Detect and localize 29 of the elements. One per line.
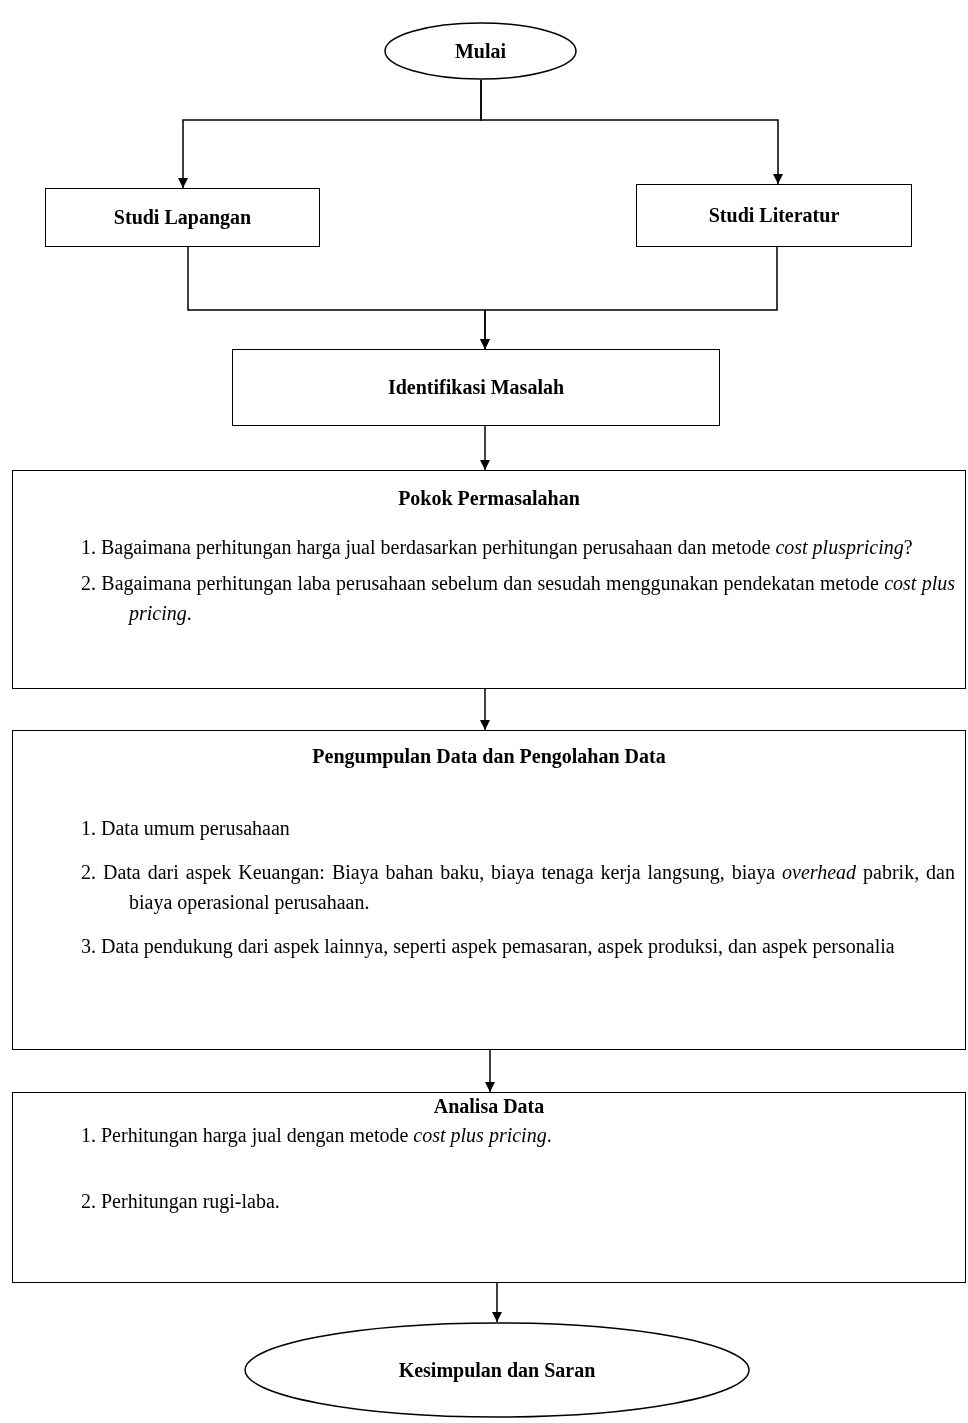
arrow bbox=[480, 688, 490, 731]
arrow bbox=[480, 79, 783, 185]
step-title: Studi Literatur bbox=[708, 204, 840, 227]
step-title: Kesimpulan dan Saran bbox=[398, 1358, 596, 1382]
list-item: 2. Data dari aspek Keuangan: Biaya bahan baku, biaya tenaga kerja langsung, biaya overhead pabrik, dan biaya operasional perusahaan. bbox=[80, 860, 956, 916]
step-title: Pokok Permasalahan bbox=[397, 487, 581, 510]
list-item: 1. Data umum perusahaan bbox=[80, 816, 291, 842]
arrow bbox=[480, 246, 778, 350]
list-item: 2. Perhitungan rugi-laba. bbox=[80, 1189, 281, 1215]
process-box bbox=[12, 470, 966, 689]
step-title: Pengumpulan Data dan Pengolahan Data bbox=[311, 745, 667, 768]
arrow bbox=[492, 1282, 502, 1323]
process-box bbox=[636, 184, 912, 247]
step-title: Analisa Data bbox=[432, 1095, 546, 1118]
process-box bbox=[45, 188, 320, 247]
arrow bbox=[485, 1049, 495, 1093]
terminator-ellipse bbox=[244, 1322, 750, 1418]
step-title: Mulai bbox=[454, 39, 507, 63]
arrow bbox=[480, 425, 490, 471]
process-box bbox=[12, 730, 966, 1050]
list-item: 2. Bagaimana perhitungan laba perusahaan sebelum dan sesudah menggunakan pendekatan metode cost plus pricing. bbox=[80, 571, 956, 627]
process-box bbox=[232, 349, 720, 426]
terminator-ellipse bbox=[384, 22, 577, 80]
list-item: 1. Perhitungan harga jual dengan metode cost plus pricing. bbox=[80, 1123, 553, 1149]
process-box bbox=[12, 1092, 966, 1283]
step-title: Identifikasi Masalah bbox=[387, 376, 565, 399]
list-item: 3. Data pendukung dari aspek lainnya, seperti aspek pemasaran, aspek produksi, dan aspek personalia bbox=[80, 934, 896, 960]
list-item: 1. Bagaimana perhitungan harga jual berdasarkan perhitungan perusahaan dan metode cost pluspricing? bbox=[80, 535, 914, 561]
step-title: Studi Lapangan bbox=[113, 206, 252, 229]
